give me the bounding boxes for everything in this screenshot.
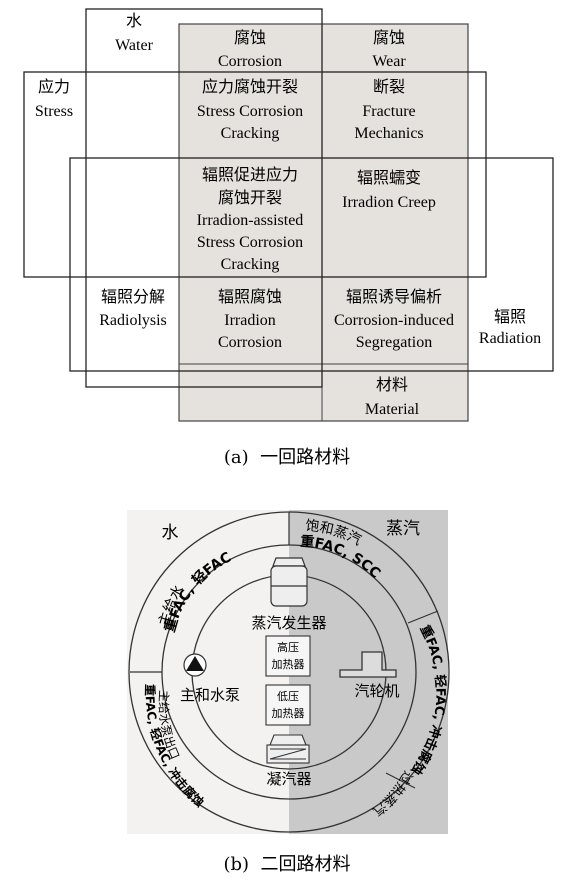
hp-heater-label-2: 加热器 <box>272 658 305 671</box>
scc-label-en1: Stress Corrosion <box>197 103 303 120</box>
segregation-label-zh: 辐照诱导偏析 <box>346 287 442 306</box>
caption-a: (a) 一回路材料 <box>224 447 350 468</box>
water-label-en: Water <box>115 37 153 54</box>
wear-label-zh: 腐蚀 <box>373 28 405 47</box>
creep-label-en: Irradion Creep <box>342 194 436 211</box>
scc-label-zh: 应力腐蚀开裂 <box>202 77 298 96</box>
irr-corrosion-label-en1: Irradion <box>224 312 276 329</box>
stress-label-zh: 应力 <box>38 77 70 96</box>
turbine-label: 汽轮机 <box>354 682 399 700</box>
radiolysis-label-zh: 辐照分解 <box>101 287 165 306</box>
iascc-label-zh1: 辐照促进应力 <box>202 165 298 184</box>
steam-generator-icon <box>270 557 308 607</box>
primary-loop-diagram: 水 Water 腐蚀 Corrosion 腐蚀 Wear 应力 Stress 应… <box>23 8 554 468</box>
main-pump-label: 主和水泵 <box>180 686 240 704</box>
wear-label-en: Wear <box>372 53 406 70</box>
hp-heater-box <box>265 635 311 677</box>
radiation-label-zh: 辐照 <box>494 307 526 326</box>
lp-heater-label-2: 加热器 <box>272 707 305 720</box>
irr-corrosion-label-en2: Corrosion <box>218 334 282 351</box>
stress-box <box>23 71 487 278</box>
secondary-loop-diagram: 水 蒸汽 主给水 重FAC, 轻FAC 饱和蒸汽 重FAC, SCC 重FAC,… <box>127 510 450 875</box>
material-label-zh: 材料 <box>376 375 408 394</box>
hp-heater-label-1: 高压 <box>277 640 299 654</box>
iascc-label-en1: Irradion-assisted <box>197 212 304 229</box>
segregation-label-en1: Corrosion-induced <box>334 312 454 329</box>
radiolysis-label-en: Radiolysis <box>99 312 167 329</box>
water-box <box>85 8 323 388</box>
water-label-zh: 水 <box>126 11 142 30</box>
pump-icon <box>183 653 207 677</box>
material-label-en: Material <box>365 401 420 418</box>
corrosion-label-zh: 腐蚀 <box>234 28 266 47</box>
condenser-label: 凝汽器 <box>266 770 311 788</box>
lp-heater-label-1: 低压 <box>277 690 299 703</box>
stress-label-en: Stress <box>35 103 73 120</box>
material-column <box>178 23 469 422</box>
fracture-label-zh: 断裂 <box>373 77 405 96</box>
scc-label-en2: Cracking <box>221 125 280 142</box>
lp-heater-box <box>265 684 311 726</box>
caption-b: (b) 二回路材料 <box>223 854 350 875</box>
radial-divider-right <box>407 610 439 624</box>
corrosion-label-en: Corrosion <box>218 53 282 70</box>
fracture-label-en2: Mechanics <box>354 125 423 142</box>
steam-generator-label: 蒸汽发生器 <box>251 614 326 632</box>
turbine-icon <box>339 651 397 678</box>
radiation-box <box>69 157 554 372</box>
iascc-label-en3: Cracking <box>221 256 280 273</box>
condenser-icon <box>266 734 310 764</box>
irr-corrosion-label-zh: 辐照腐蚀 <box>218 287 282 306</box>
fracture-label-en1: Fracture <box>362 103 415 120</box>
water-sector-label: 水 <box>162 523 179 543</box>
radiation-label-en: Radiation <box>479 330 541 347</box>
steam-sector-label: 蒸汽 <box>386 519 420 539</box>
radial-divider-lower-right <box>385 772 416 789</box>
iascc-label-zh2: 腐蚀开裂 <box>218 188 282 207</box>
segregation-label-en2: Segregation <box>356 334 432 351</box>
iascc-label-en2: Stress Corrosion <box>197 234 303 251</box>
creep-label-zh: 辐照蠕变 <box>357 168 421 187</box>
